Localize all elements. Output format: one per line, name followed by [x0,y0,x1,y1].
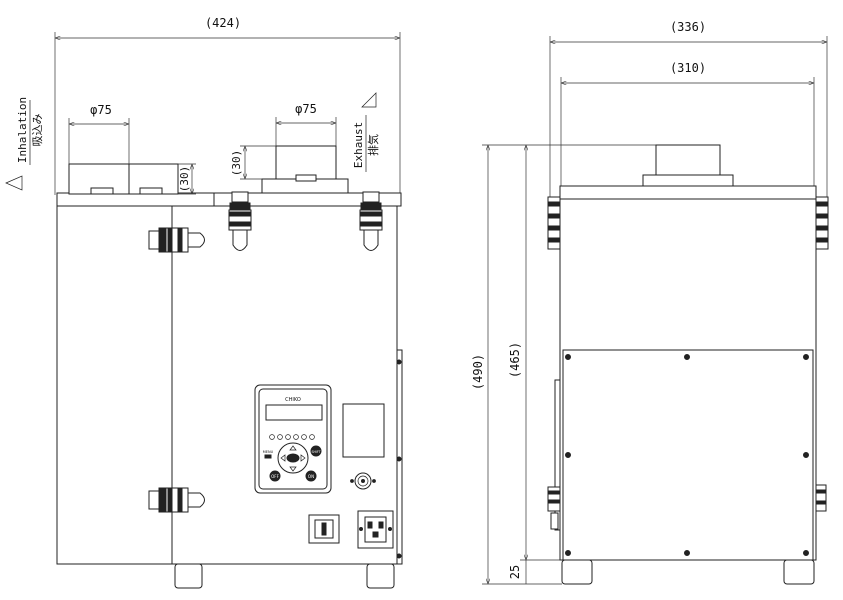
inhalation-label: Inhalation 吸込み [5,97,44,191]
panel-screw [565,354,571,360]
panel-screw [803,354,809,360]
round-connector [350,472,376,490]
shift-button[interactable] [310,445,322,457]
side-lower-panel [562,349,814,561]
panel-screw [684,354,690,360]
indicator-led [309,434,315,440]
menu-button-label: MENU [263,450,274,454]
side-inner-width-label: (310) [670,61,706,75]
shift-button-label: SHIFT [311,450,320,454]
side-latch-profile-left [547,196,561,250]
off-button[interactable] [269,470,281,482]
power-switch[interactable] [308,514,340,544]
body-height-label: (465) [508,342,522,378]
front-foot-right [366,563,395,589]
side-outlet-flange [642,174,734,187]
side-latch-profile-lower-right [815,484,827,512]
panel-screw [803,550,809,556]
menu-button[interactable] [264,454,272,459]
power-inlet [357,510,394,549]
off-button-label: OFF [271,474,279,479]
side-latch-upper [148,227,205,253]
outlet-duct [261,145,349,194]
inlet-duct [68,163,179,195]
top-latch-left [228,191,252,251]
indicator-led [285,434,291,440]
up-arrow-icon[interactable] [289,445,297,451]
indicator-led [269,434,275,440]
inhalation-en-text: Inhalation [16,97,29,163]
side-view: (336) (310) (490) (465) 25 [471,20,829,585]
top-latch-right [359,191,383,251]
left-arrow-icon[interactable] [280,454,286,462]
side-latch-profile-lower-left [547,486,561,530]
on-button-label: ON [308,474,314,479]
inhalation-jp-text: 吸込み [31,114,44,147]
inlet-dia-label: φ75 [90,103,112,117]
side-screw-3 [396,553,402,559]
control-panel: CHIKO SHIFT OFF ON MENU [254,384,332,494]
down-arrow-icon[interactable] [289,466,297,472]
side-screw-1 [396,359,402,365]
top-plate [56,192,402,207]
brand-logo: CHIKO [285,397,301,403]
side-top-lid [559,185,817,200]
front-foot-left [174,563,203,589]
exhaust-arrow-icon [361,92,377,108]
panel-screw [803,452,809,458]
panel-screw [565,452,571,458]
side-latch-lower [148,487,205,513]
right-arrow-icon[interactable] [300,454,306,462]
side-width-label: (336) [670,20,706,34]
enter-button[interactable] [286,453,300,463]
on-button[interactable] [305,470,317,482]
exhaust-en-text: Exhaust [352,122,365,168]
side-outlet-duct [655,144,721,179]
exhaust-jp-text: 排気 [366,134,380,156]
side-latch-profile-right [815,196,829,250]
side-foot-right [783,559,815,585]
indicator-led [293,434,299,440]
total-height-label: (490) [471,354,485,390]
side-screw-2 [396,456,402,462]
label-plate [342,403,385,458]
indicator-led [277,434,283,440]
panel-screw [684,550,690,556]
outlet-dia-label: φ75 [295,102,317,116]
front-body [56,205,398,565]
exhaust-label: Exhaust 排気 [352,92,380,172]
foot-height-label: 25 [508,565,522,579]
side-left-strip [554,379,561,531]
front-view: (424) φ75 (30) Inhalation 吸込み [5,16,403,589]
inlet-height-label: (30) [178,166,191,193]
panel-screw [565,550,571,556]
inhalation-arrow-icon [5,175,23,191]
indicator-led [301,434,307,440]
outlet-height-label: (30) [230,150,243,177]
side-foot-left [561,559,593,585]
lcd-display [265,404,323,421]
front-width-label: (424) [205,16,241,30]
